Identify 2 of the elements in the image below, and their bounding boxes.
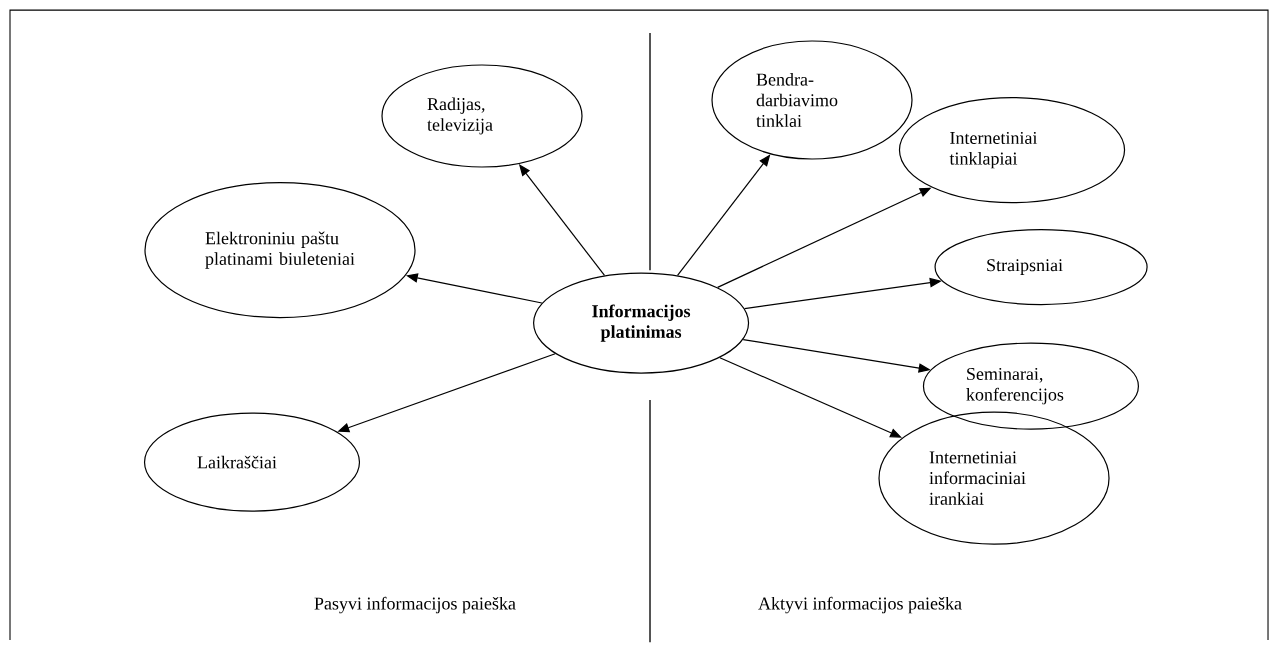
section-label: Aktyvi informacijos paieška (758, 596, 962, 614)
section-label: Pasyvi informacijos paieška (314, 596, 516, 614)
